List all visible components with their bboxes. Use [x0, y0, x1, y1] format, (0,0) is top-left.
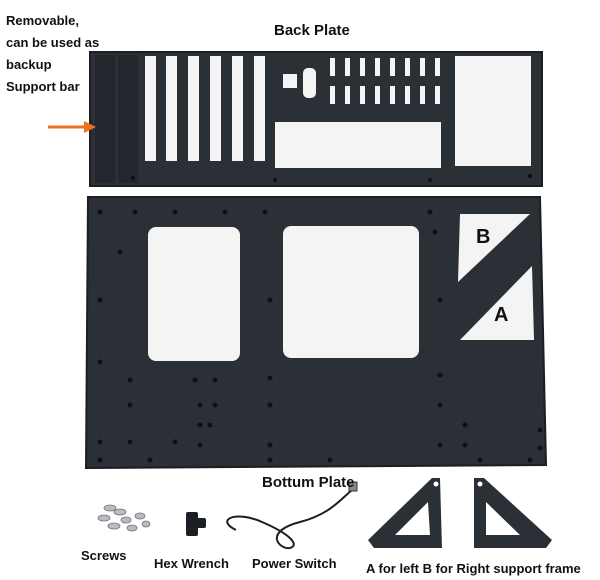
hex-wrench-icon	[186, 512, 206, 536]
marker-b: B	[476, 226, 490, 248]
arrow-icon	[48, 121, 96, 133]
expansion-slots	[145, 56, 265, 161]
power-switch-icon	[226, 481, 358, 550]
support-frame-a	[368, 478, 442, 548]
triangle-a-cutout	[460, 266, 534, 340]
marker-a: A	[494, 304, 508, 326]
support-frame-b	[474, 478, 552, 548]
triangle-b-cutout	[458, 214, 530, 282]
bottom-plate	[84, 196, 548, 470]
removable-support-bar	[95, 55, 115, 183]
mounting-holes	[97, 209, 543, 463]
hex-wrench-label: Hex Wrench	[154, 556, 229, 571]
back-plate	[89, 51, 543, 187]
screws-label: Screws	[81, 548, 127, 563]
screws-pile	[97, 504, 151, 532]
back-plate-label: Back Plate	[274, 22, 350, 39]
side-note: Removable, can be used as backup Support…	[6, 13, 100, 94]
vent-slots	[330, 58, 440, 104]
support-frame-label: A for left B for Right support frame	[366, 561, 581, 576]
bottom-plate-label: Bottum Plate	[262, 474, 355, 491]
power-switch-label: Power Switch	[252, 556, 337, 571]
